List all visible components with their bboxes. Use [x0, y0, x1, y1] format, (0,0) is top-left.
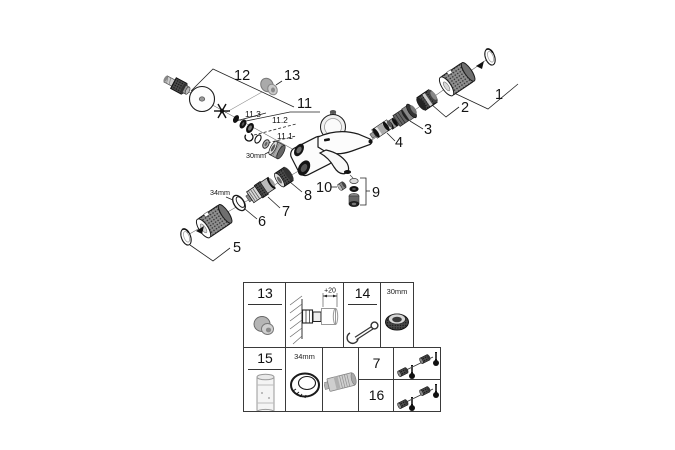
cell-installation: +20	[285, 282, 344, 347]
callout-7: 7	[282, 204, 290, 220]
wall-installation-icon: +20	[289, 288, 338, 345]
screw-part-12	[163, 75, 191, 95]
s-union-icon	[253, 315, 274, 335]
callout-labels: 12 13 11 11.3 11.2 11.1 30mm 34mm 1 2 3 …	[210, 68, 503, 256]
retaining-clip	[244, 132, 254, 142]
flow-handle-part-5	[192, 201, 235, 241]
table-dim-34mm: 34mm	[294, 352, 315, 361]
callout-11-1: 11.1	[277, 131, 293, 141]
cell-7: 7	[359, 348, 394, 380]
cartridge-icon	[323, 372, 356, 392]
handle-cap-part-1	[482, 46, 498, 68]
cell-13: 13	[243, 282, 286, 347]
flange-disc-part-12	[188, 85, 216, 113]
nut-part-10	[337, 181, 347, 191]
callout-11-2: 11.2	[272, 115, 288, 125]
table-dim-30mm: 30mm	[386, 287, 408, 296]
cell-30mm: 30mm	[380, 282, 414, 347]
cell-16-number: 16	[368, 386, 385, 403]
callout-2: 2	[461, 100, 469, 116]
temperature-handle-part-1	[435, 59, 478, 99]
handle-cap-part-5	[178, 226, 194, 248]
callout-11-3: 11.3	[245, 109, 261, 119]
callout-12: 12	[234, 68, 250, 84]
extension-tube-icon	[256, 373, 274, 411]
callout-4: 4	[395, 135, 403, 151]
cell-14: 14	[343, 282, 381, 347]
dim-30mm-label: 30mm	[246, 151, 266, 160]
ring-34mm-part-6	[232, 194, 246, 212]
ring-part-11-1	[262, 139, 270, 149]
s-union-part-13	[260, 77, 278, 96]
mixer-body	[290, 110, 373, 179]
cell-15: 15	[243, 347, 286, 412]
ring-tool-34mm-icon	[289, 372, 320, 399]
callout-11: 11	[297, 96, 312, 112]
screw-set-7-icon	[397, 352, 439, 379]
nut-30mm	[268, 140, 286, 160]
stop-ring-part-2	[416, 89, 438, 111]
dim-plus20-label: +20	[324, 288, 336, 295]
cell-7-number: 7	[372, 354, 381, 371]
shut-off-part-4	[369, 119, 393, 139]
callout-1: 1	[495, 87, 503, 103]
ring-part-11-2	[254, 134, 262, 144]
insert-arrow-part-5	[196, 226, 204, 234]
callout-9: 9	[372, 185, 380, 201]
cell-7-16: 7 16	[358, 347, 394, 412]
callout-leader-lines	[189, 68, 519, 262]
cell-cartridge	[322, 347, 359, 412]
cell-14-number: 14	[347, 285, 378, 305]
callout-5: 5	[233, 240, 241, 256]
wrench-icon	[345, 320, 379, 344]
callout-8: 8	[304, 188, 312, 204]
callout-10: 10	[316, 180, 332, 196]
ring-part-8	[274, 166, 294, 188]
dim-34mm-label: 34mm	[210, 188, 230, 197]
screw-set-16-icon	[397, 384, 439, 411]
aquadimmer-part-7	[245, 176, 276, 204]
ring-nut-30mm-icon	[385, 313, 409, 331]
thermostat-cartridge-part-3	[386, 103, 417, 130]
screw-sets-icon	[394, 348, 440, 411]
cell-15-number: 15	[248, 350, 282, 370]
cell-34mm: 34mm	[285, 347, 323, 412]
callout-6: 6	[258, 214, 266, 230]
callout-13: 13	[284, 68, 300, 84]
o-rings-part-11-3	[232, 115, 254, 134]
callout-3: 3	[424, 122, 432, 138]
cell-screw-sets	[393, 347, 441, 412]
insert-arrow-part-1	[476, 61, 484, 69]
mousseur-stack-part-9	[348, 178, 360, 207]
star-washer	[214, 103, 230, 119]
cell-13-number: 13	[248, 285, 282, 305]
cell-16: 16	[359, 380, 394, 411]
